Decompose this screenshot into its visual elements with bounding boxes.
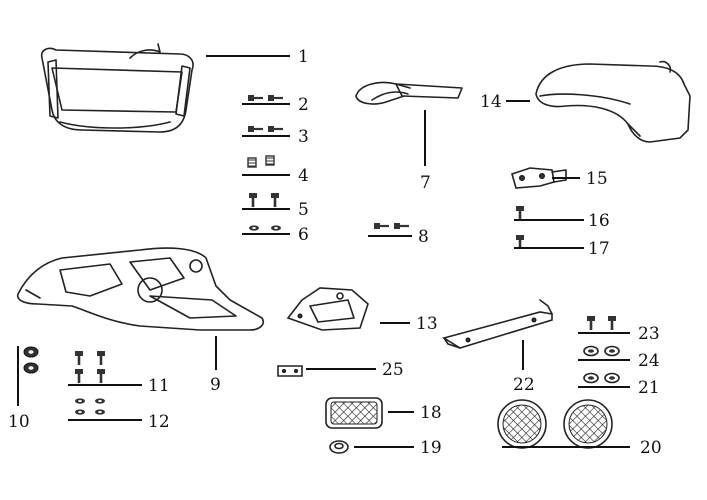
callout-19: 19	[420, 438, 442, 458]
callout-11: 11	[148, 376, 170, 396]
nut-icon	[604, 345, 620, 357]
bolt-icon	[516, 206, 524, 211]
callout-15: 15	[586, 169, 608, 189]
part-19-grommet	[329, 440, 349, 454]
screw-icon	[268, 95, 274, 101]
callout-layer: 1 2 3 4 5 6 7 8 9 10 11 12 13 14 15 16 1…	[8, 47, 662, 458]
callout-24: 24	[638, 351, 660, 371]
callout-18: 18	[420, 403, 442, 423]
bolt-icon	[75, 369, 83, 374]
bolt-icon	[608, 316, 616, 321]
screw-icon	[394, 223, 400, 229]
callout-9: 9	[210, 375, 221, 395]
callout-21: 21	[638, 378, 660, 398]
bolt-icon	[75, 351, 83, 356]
callout-4: 4	[298, 166, 309, 186]
fastener-groups	[75, 95, 620, 415]
screw-icon	[374, 223, 380, 229]
callout-16: 16	[588, 211, 610, 231]
screw-icon	[268, 126, 274, 132]
callout-13: 13	[416, 314, 438, 334]
bolt-icon	[97, 369, 105, 374]
bolt-icon	[516, 235, 524, 240]
callout-2: 2	[298, 95, 309, 115]
screw-icon	[248, 126, 254, 132]
nut-icon	[583, 345, 599, 357]
callout-17: 17	[588, 239, 610, 259]
callout-14: 14	[480, 92, 502, 112]
part-14-rear-cowl	[535, 60, 691, 143]
bolt-icon	[587, 316, 595, 321]
part-15-bracket	[511, 167, 567, 189]
part-13-plate	[286, 287, 369, 331]
screw-icon	[248, 95, 254, 101]
callout-20: 20	[640, 438, 662, 458]
part-22-long-bracket	[442, 299, 553, 349]
nut-icon	[583, 372, 599, 384]
callout-25: 25	[382, 360, 404, 380]
callout-23: 23	[638, 324, 660, 344]
part-1-grille-cover	[40, 43, 194, 133]
callout-5: 5	[298, 200, 309, 220]
callout-3: 3	[298, 127, 309, 147]
bolt-icon	[249, 193, 257, 198]
callout-6: 6	[298, 225, 309, 245]
callout-10: 10	[8, 412, 30, 432]
part-18-grid-pad	[325, 397, 383, 429]
part-7-wire-bracket	[355, 81, 463, 105]
part-25-clip	[277, 365, 303, 377]
callout-8: 8	[418, 227, 429, 247]
callout-12: 12	[148, 412, 170, 432]
part-9-inner-fender	[16, 247, 265, 331]
callout-22: 22	[513, 375, 535, 395]
part-10-grommets	[23, 346, 39, 374]
bolt-icon	[97, 351, 105, 356]
callout-1: 1	[298, 47, 309, 67]
part-20-round-grilles	[497, 399, 613, 449]
callout-7: 7	[420, 173, 431, 193]
bolt-icon	[271, 193, 279, 198]
nut-icon	[604, 372, 620, 384]
